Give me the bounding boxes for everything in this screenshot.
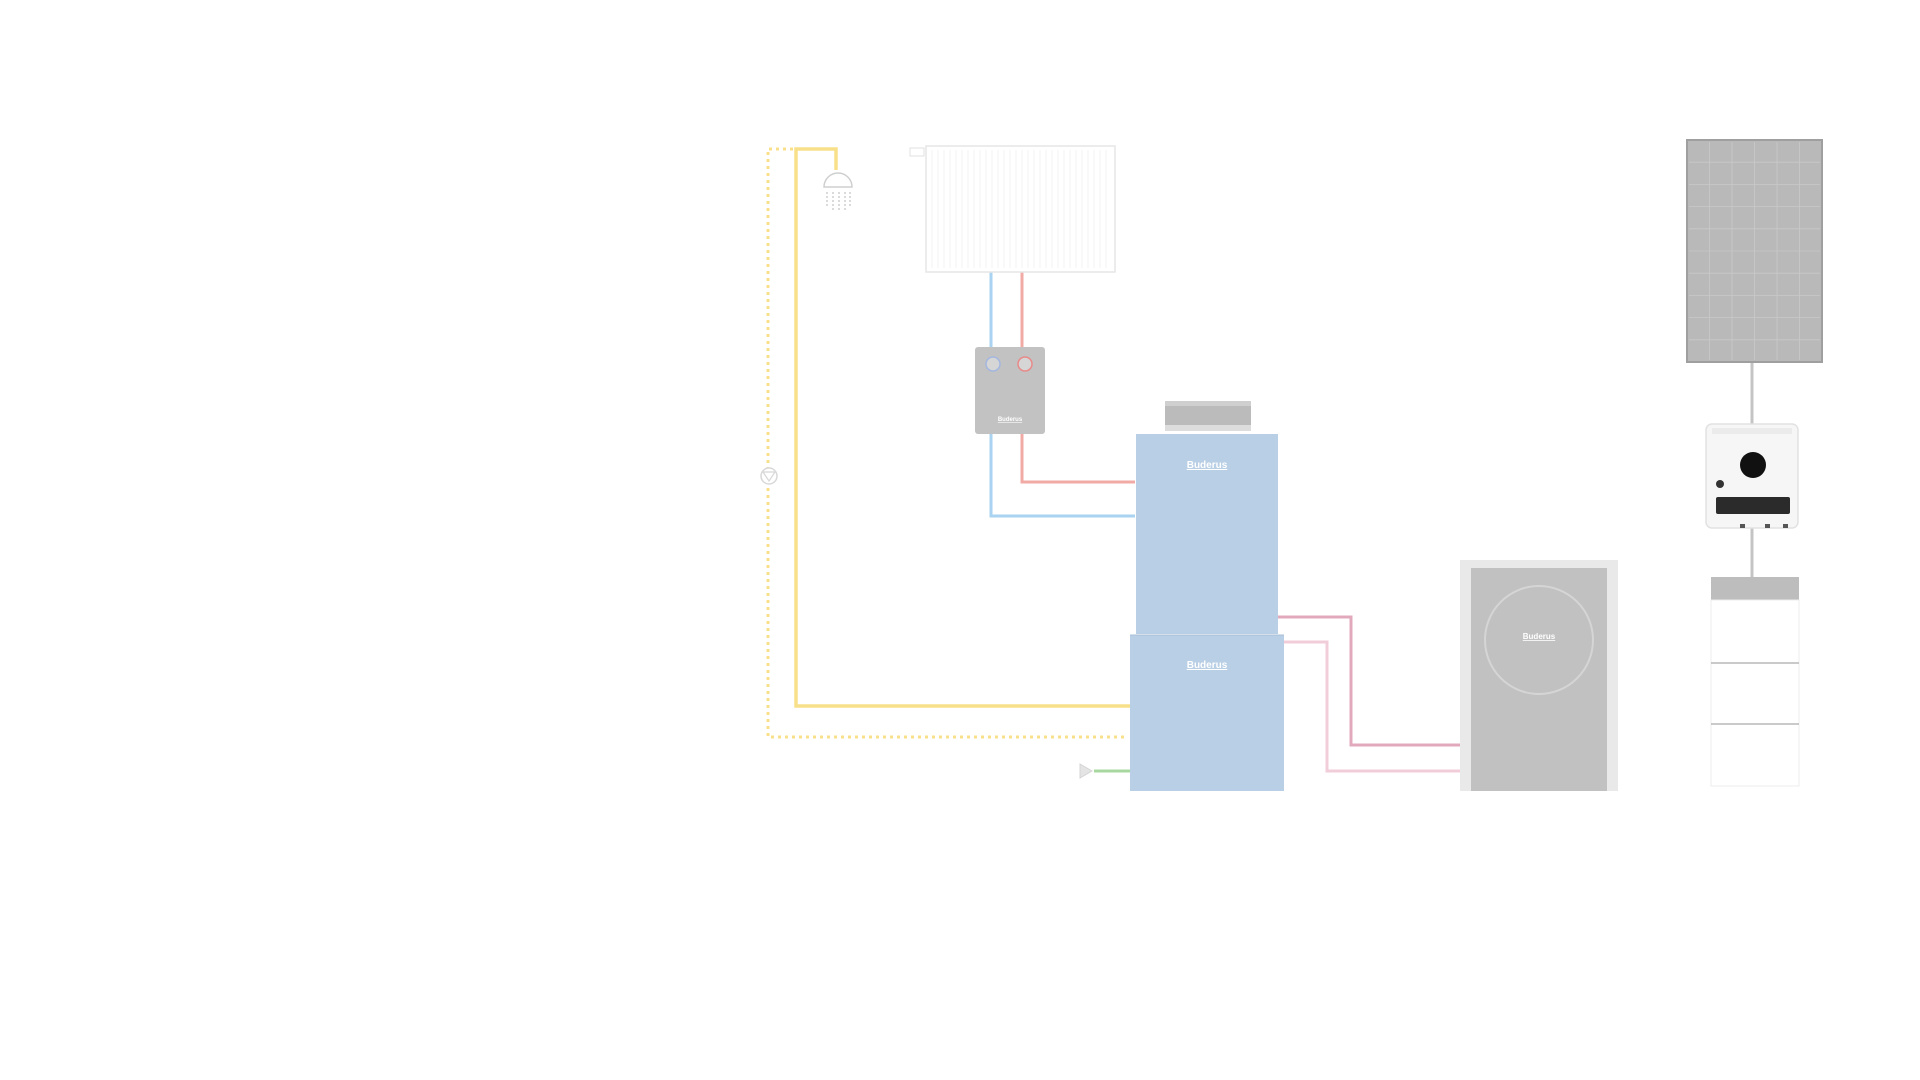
battery-storage <box>1710 577 1800 787</box>
heating-supply-pipe <box>1020 272 1135 484</box>
heat-pump-brand: Buderus <box>1523 632 1556 641</box>
mixing-unit-brand: Buderus <box>998 417 1023 423</box>
inverter <box>1705 423 1799 529</box>
heating-return-pipe <box>989 272 1135 518</box>
buffer-tank-brand: Buderus <box>1187 460 1228 471</box>
hot-water-pipe <box>794 147 1130 708</box>
battery-module-3 <box>1710 723 1800 787</box>
return-gauge-icon <box>985 356 1001 372</box>
buffer-tank: Buderus <box>1136 434 1278 634</box>
heat-pump-return-pipe <box>1283 640 1460 773</box>
mixing-unit: Buderus <box>975 347 1045 434</box>
water-heater: Buderus <box>1130 634 1284 791</box>
battery-module-1 <box>1710 599 1800 664</box>
shower-head-icon <box>823 172 853 210</box>
fan-grille <box>1484 585 1594 695</box>
pipes <box>766 147 1754 773</box>
battery-module-2 <box>1710 662 1800 725</box>
flue-cap <box>1165 401 1251 431</box>
pv-panel <box>1686 139 1823 363</box>
inverter-switch-icon <box>1716 480 1724 488</box>
circulation-pipe <box>766 147 1124 739</box>
radiator-valve <box>909 147 925 157</box>
water-heater-brand: Buderus <box>1187 660 1228 671</box>
cold-water-inlet-icon <box>1079 763 1093 779</box>
heat-pump-supply-pipe <box>1277 615 1460 747</box>
radiator <box>909 145 1116 273</box>
inverter-display-icon <box>1740 452 1766 478</box>
heat-pump: Buderus <box>1460 560 1618 791</box>
supply-gauge-icon <box>1017 356 1033 372</box>
circulation-pump-icon <box>760 467 778 485</box>
